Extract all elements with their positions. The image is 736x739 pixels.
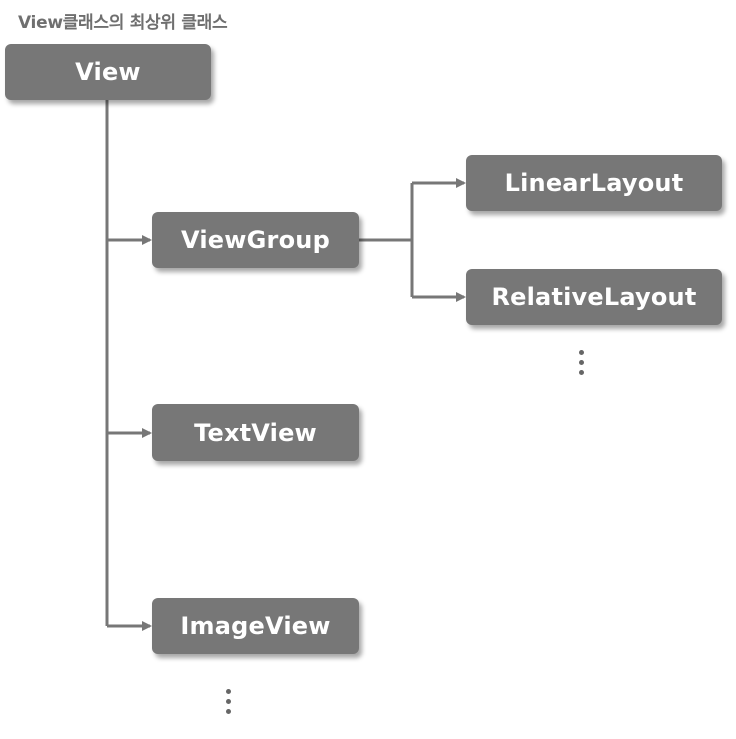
ellipsis-dot — [226, 709, 231, 714]
ellipsis-dot — [579, 350, 584, 355]
node-view: View — [5, 44, 211, 100]
ellipsis-dot — [226, 699, 231, 704]
node-textview: TextView — [152, 404, 359, 461]
node-relativelayout: RelativeLayout — [466, 269, 722, 325]
diagram-caption: View클래스의 최상위 클래스 — [18, 13, 228, 33]
more-layouts-ellipsis — [579, 350, 585, 380]
ellipsis-dot — [226, 689, 231, 694]
ellipsis-dot — [579, 370, 584, 375]
node-imageview: ImageView — [152, 598, 359, 654]
more-views-ellipsis — [226, 689, 232, 719]
ellipsis-dot — [579, 360, 584, 365]
node-viewgroup: ViewGroup — [152, 212, 359, 268]
node-linearlayout: LinearLayout — [466, 155, 722, 211]
